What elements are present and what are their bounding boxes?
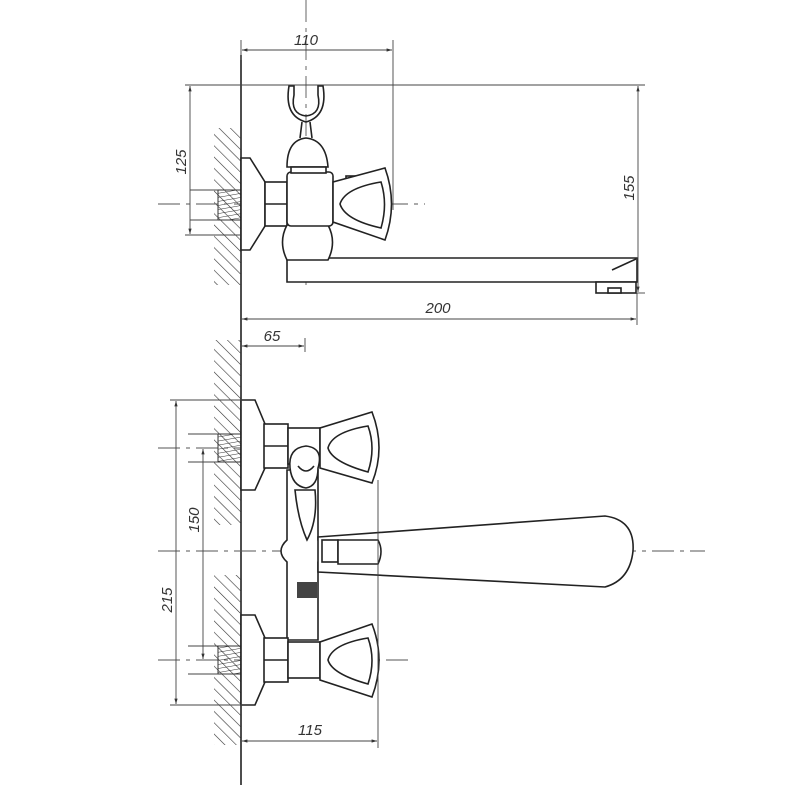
dim-110: 110 [294, 32, 319, 49]
lower-handle-knob [319, 622, 380, 698]
dim-150: 150 [186, 507, 203, 533]
spout [286, 255, 638, 283]
lever-stem [321, 539, 339, 563]
front-view: 65 [158, 328, 705, 748]
handle-knob [332, 167, 393, 242]
dim-125: 125 [173, 149, 190, 175]
valve-body [286, 171, 334, 227]
lever-handle [317, 515, 634, 588]
hose-thread [297, 582, 317, 598]
top-view: 110 125 155 200 [158, 0, 645, 325]
upper-flange [240, 399, 266, 491]
lower-flange [240, 614, 266, 706]
body-ball [281, 224, 334, 261]
holder-dome [286, 137, 329, 168]
diverter-spout [294, 489, 317, 542]
holder-clip-front [289, 445, 321, 489]
inlet-thread [217, 189, 242, 221]
dim-200: 200 [424, 300, 451, 317]
wall-flange [240, 157, 266, 251]
dim-65: 65 [264, 328, 281, 345]
upper-handle-knob [319, 411, 380, 484]
dim-155: 155 [621, 175, 638, 201]
dim-215: 215 [159, 587, 176, 614]
shower-holder-clip [287, 85, 325, 123]
dim-115: 115 [298, 722, 323, 739]
wall-hatch-upper [214, 340, 241, 525]
